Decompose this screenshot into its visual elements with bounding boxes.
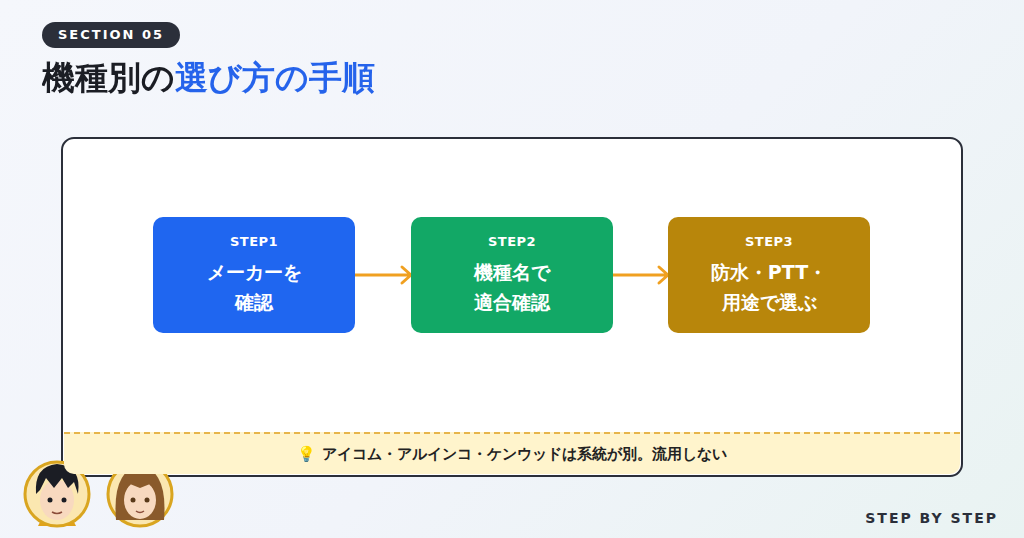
note-text: 💡 アイコム・アルインコ・ケンウッドは系統が別。流用しない — [297, 445, 726, 464]
step-number: STEP1 — [230, 234, 278, 249]
note-band: 💡 アイコム・アルインコ・ケンウッドは系統が別。流用しない — [64, 432, 960, 474]
flow-arrow — [613, 267, 668, 283]
step-box: STEP3 防水・PTT・ 用途で選ぶ — [668, 217, 870, 333]
step-text: メーカーを 確認 — [190, 257, 318, 317]
step-text: 防水・PTT・ 用途で選ぶ — [705, 257, 833, 317]
step-number: STEP3 — [745, 234, 793, 249]
page-title: 機種別の選び方の手順 — [42, 56, 375, 100]
step-box: STEP2 機種名で 適合確認 — [411, 217, 613, 333]
footer-label: STEP BY STEP — [865, 510, 998, 526]
step-text: 機種名で 適合確認 — [448, 257, 576, 317]
content-panel — [62, 138, 962, 476]
flow-arrow — [355, 267, 411, 283]
section-badge: SECTION 05 — [42, 22, 180, 48]
step-box: STEP1 メーカーを 確認 — [153, 217, 355, 333]
step-number: STEP2 — [488, 234, 536, 249]
